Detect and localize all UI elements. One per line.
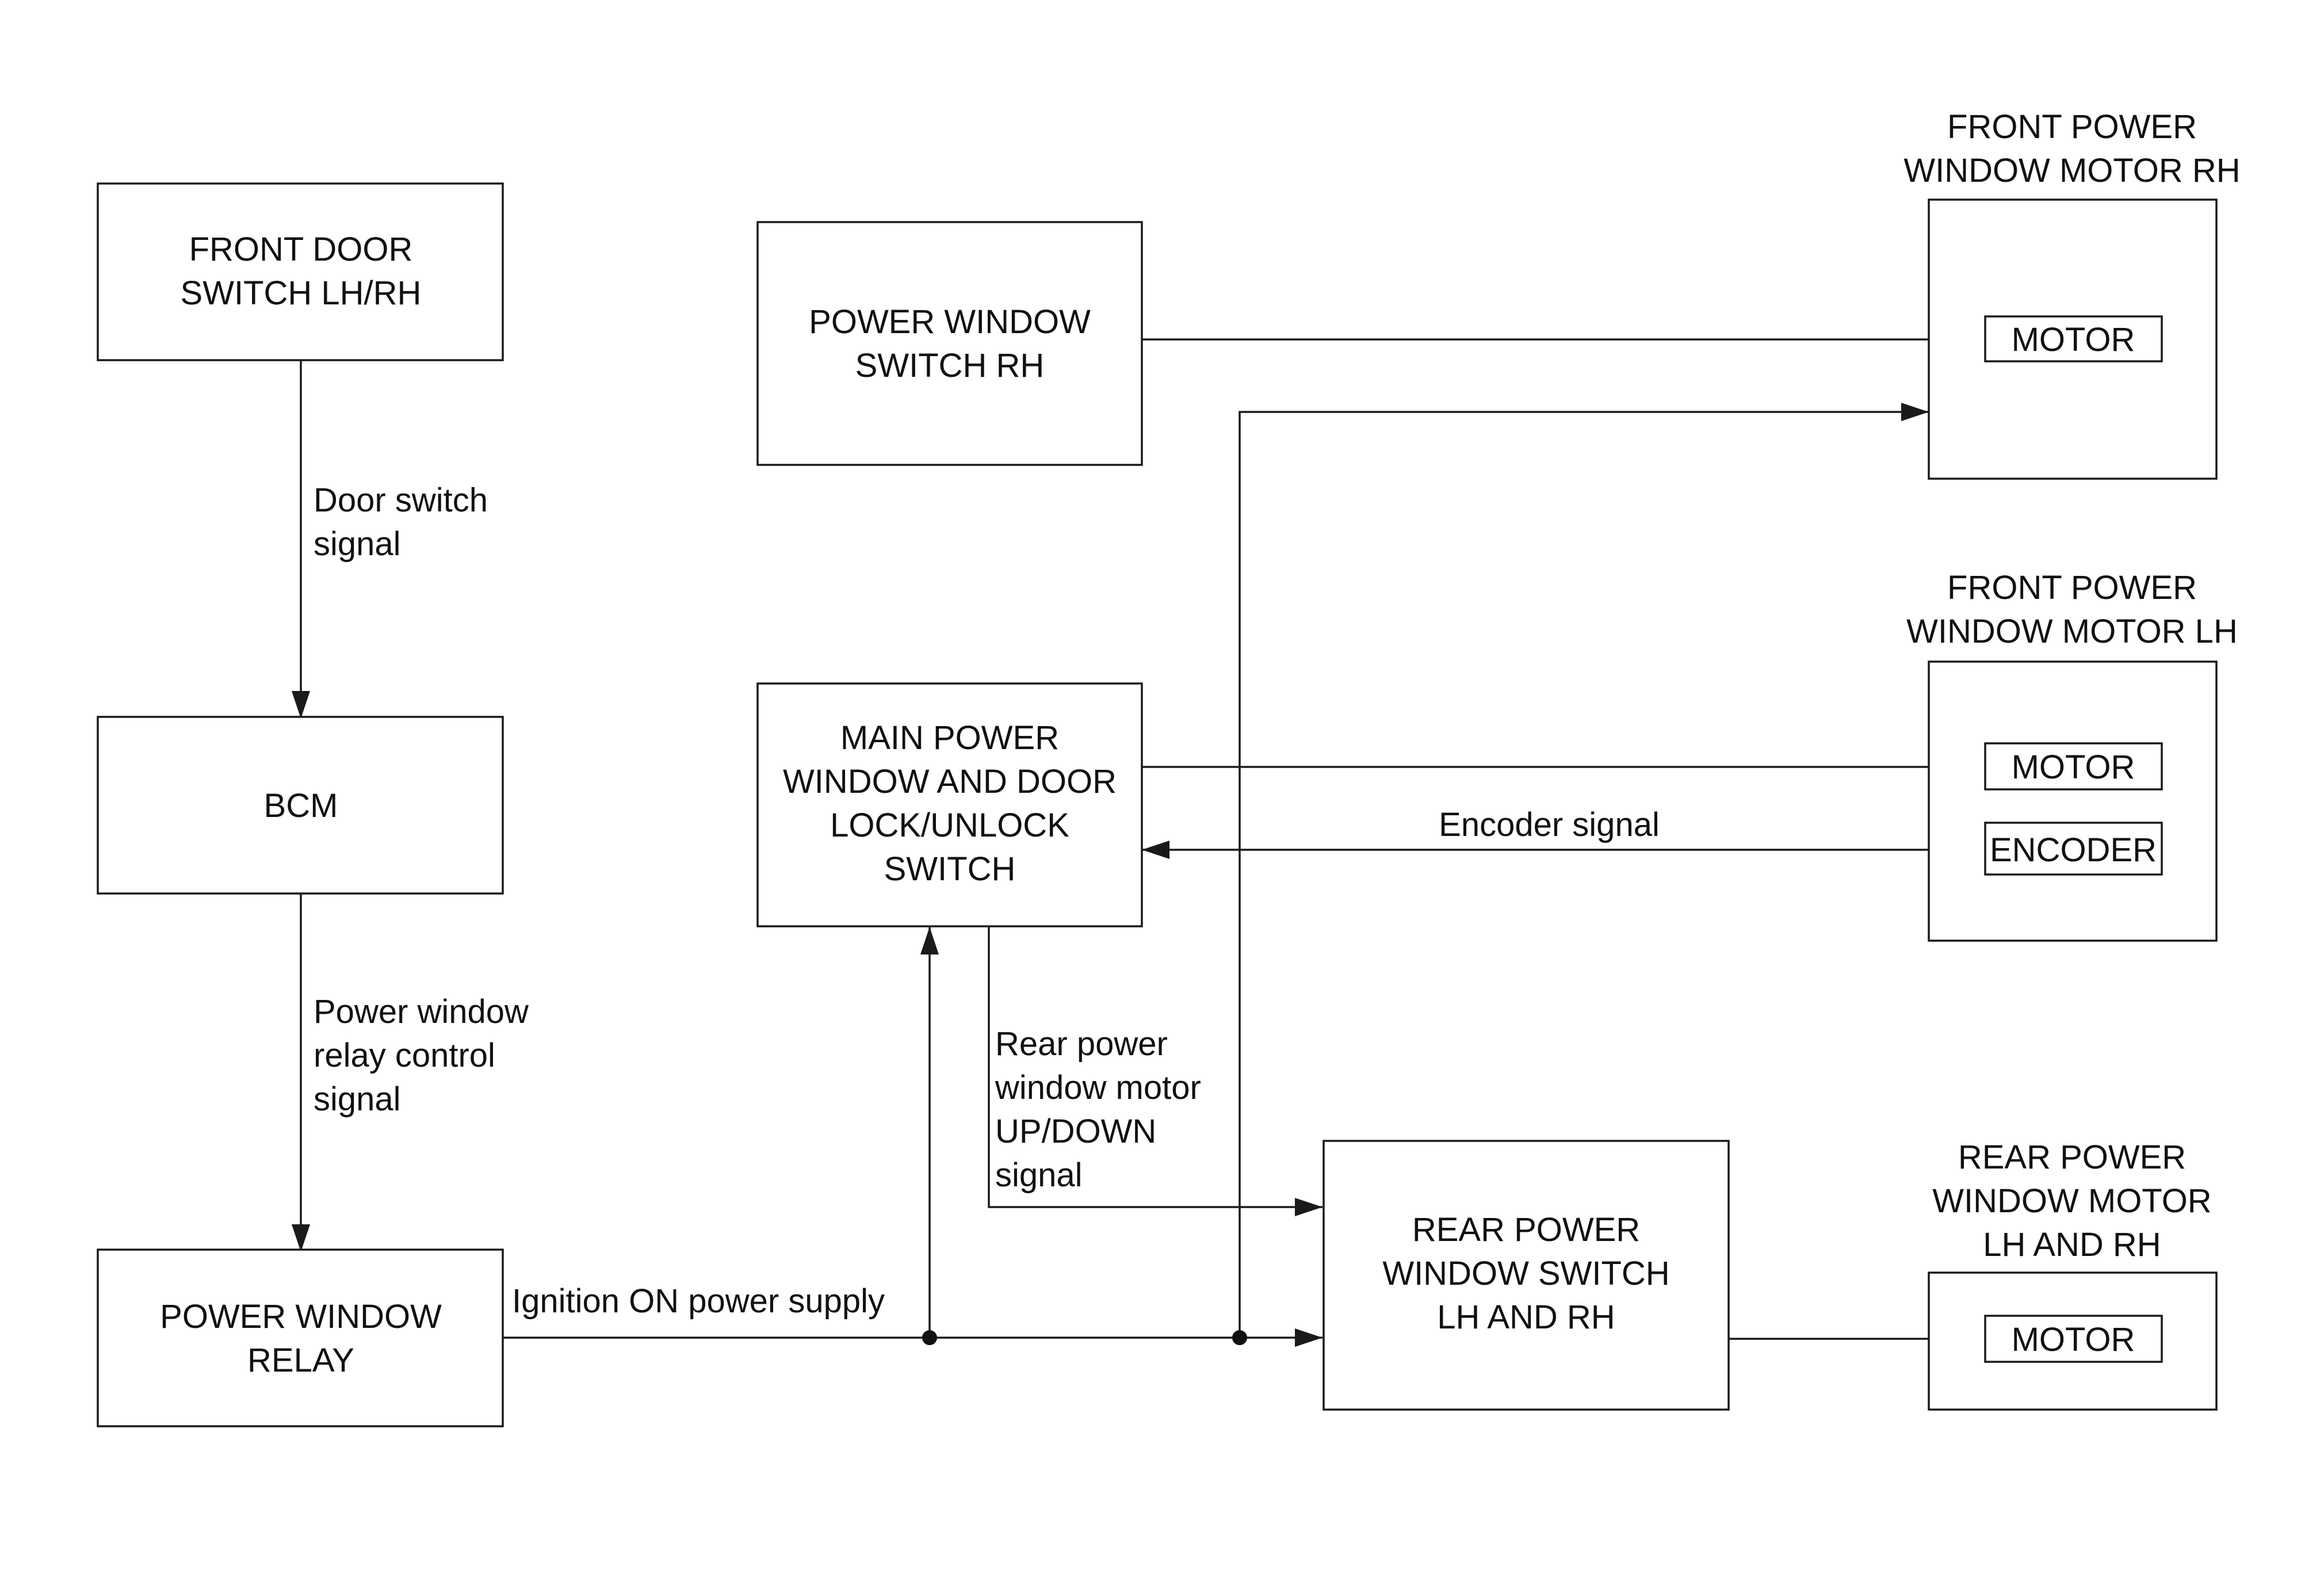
relay-control-signal-label: Power window relay control signal: [314, 993, 529, 1118]
rear-power-window-switch-block: REAR POWER WINDOW SWITCH LH AND RH: [1322, 1140, 1730, 1411]
front-rh-title-line-2: WINDOW MOTOR RH: [1903, 152, 2240, 189]
front-lh-motor-label: MOTOR: [2012, 749, 2135, 786]
front-power-window-motor-rh-block: FRONT POWER WINDOW MOTOR RH MOTOR: [1903, 108, 2241, 480]
rear-motor-title-line-3: LH AND RH: [1983, 1226, 2161, 1263]
rear-motor-title-line-2: WINDOW MOTOR: [1932, 1182, 2211, 1220]
door-switch-signal-line-2: signal: [314, 525, 401, 563]
rear-switch-label-line-1: REAR POWER: [1412, 1211, 1640, 1248]
front-door-switch-label-line-1: FRONT DOOR: [189, 231, 413, 268]
rear-switch-label-line-3: LH AND RH: [1437, 1299, 1615, 1336]
connection-lines: [292, 330, 1983, 1348]
bcm-block: BCM: [97, 716, 504, 895]
front-rh-motor-label: MOTOR: [2012, 321, 2135, 358]
rear-power-window-motor-block: REAR POWER WINDOW MOTOR LH AND RH MOTOR: [1928, 1139, 2218, 1411]
relay-control-signal-line-2: relay control: [314, 1037, 495, 1074]
door-switch-signal-line-1: Door switch: [314, 482, 488, 519]
main-power-window-switch-block: MAIN POWER WINDOW AND DOOR LOCK/UNLOCK S…: [756, 682, 1143, 927]
main-switch-label-line-2: WINDOW AND DOOR: [783, 763, 1117, 800]
rear-updown-signal-line: [988, 927, 1322, 1216]
rear-updown-signal-line-4: signal: [995, 1156, 1083, 1194]
front-lh-title-line-1: FRONT POWER: [1947, 569, 2197, 606]
switch-rh-label-line-1: POWER WINDOW: [809, 303, 1091, 341]
rear-switch-label-line-2: WINDOW SWITCH: [1382, 1255, 1669, 1292]
power-window-switch-rh-block: POWER WINDOW SWITCH RH: [756, 221, 1143, 466]
power-window-relay-block: POWER WINDOW RELAY: [97, 1248, 504, 1427]
bcm-label: BCM: [264, 787, 338, 824]
rear-updown-signal-label: Rear power window motor UP/DOWN signal: [995, 1025, 1201, 1194]
front-power-window-motor-lh-block: FRONT POWER WINDOW MOTOR LH MOTOR ENCODE…: [1906, 569, 2238, 942]
main-switch-label-line-4: SWITCH: [884, 850, 1016, 888]
front-rh-motor-power-feed-line: [1239, 403, 1929, 1338]
door-switch-signal-label: Door switch signal: [314, 482, 488, 563]
front-lh-encoder-label: ENCODER: [1990, 831, 2157, 869]
rear-updown-signal-line-3: UP/DOWN: [995, 1113, 1156, 1150]
relay-label-line-2: RELAY: [247, 1342, 354, 1379]
relay-control-signal-line-1: Power window: [314, 993, 529, 1030]
front-door-switch-block: FRONT DOOR SWITCH LH/RH: [97, 182, 504, 361]
junction-dot-front-rh: [1232, 1330, 1247, 1345]
front-rh-title-line-1: FRONT POWER: [1947, 108, 2197, 146]
encoder-signal-label: Encoder signal: [1439, 806, 1660, 843]
junction-dot-main-switch: [922, 1330, 937, 1345]
main-switch-label-line-3: LOCK/UNLOCK: [830, 807, 1069, 844]
rear-motor-label: MOTOR: [2012, 1321, 2135, 1358]
main-switch-label-line-1: MAIN POWER: [840, 719, 1059, 757]
front-lh-title-line-2: WINDOW MOTOR LH: [1906, 613, 2238, 650]
rear-updown-signal-line-1: Rear power: [995, 1025, 1168, 1063]
switch-rh-label-line-2: SWITCH RH: [855, 347, 1045, 384]
ignition-power-supply-label: Ignition ON power supply: [512, 1282, 885, 1320]
rear-updown-signal-line-2: window motor: [995, 1069, 1201, 1106]
front-door-switch-label-line-2: SWITCH LH/RH: [181, 274, 422, 312]
relay-label-line-1: POWER WINDOW: [160, 1298, 442, 1335]
rear-motor-title-line-1: REAR POWER: [1958, 1139, 2186, 1176]
relay-control-signal-line-3: signal: [314, 1080, 401, 1118]
